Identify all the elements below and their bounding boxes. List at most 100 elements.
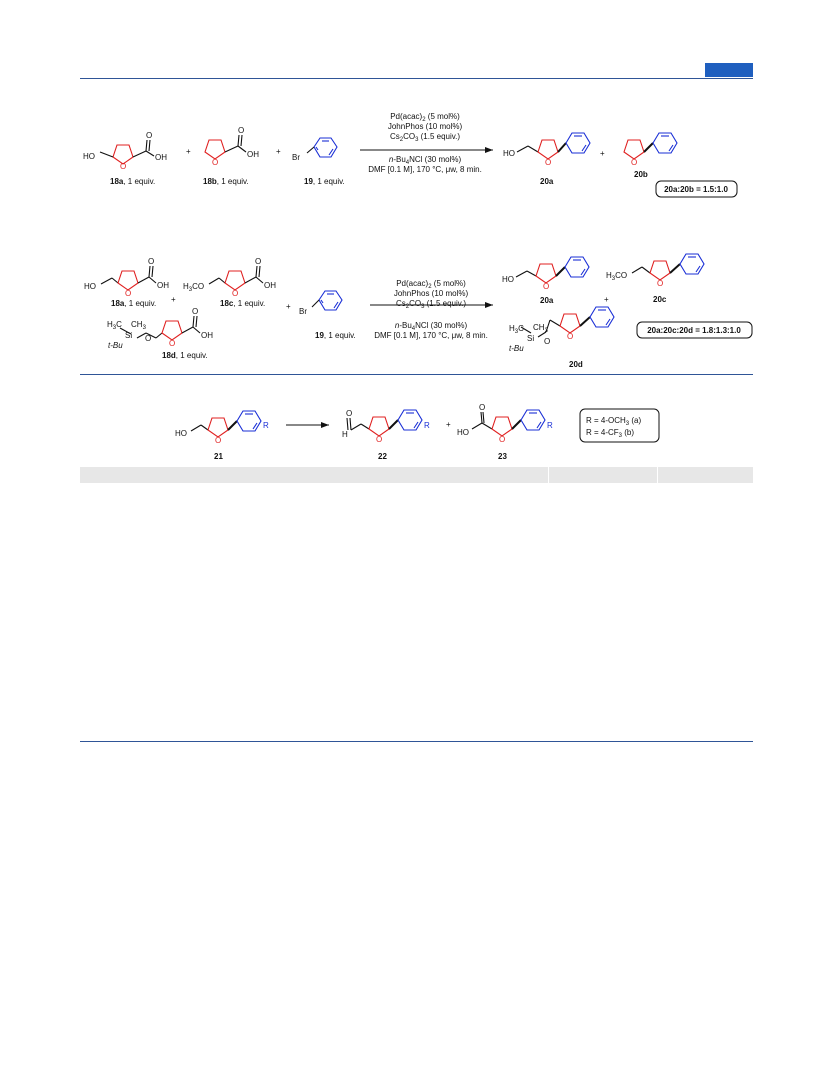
molecule-18a [99,139,155,165]
condition-solvent-temp: DMF [0.1 M], 170 °C, μw, 8 min. [374,331,488,340]
compound-label-20a: 20a [540,296,554,305]
furan-o-label: O [169,339,175,348]
header-accent-block [705,63,753,77]
condition-additive: n-Bu4NCl (30 mol%) [395,321,468,332]
ho-label: HO [502,275,514,284]
furan-o-label: O [125,289,131,298]
compound-label-22: 22 [378,452,387,461]
ether-o-label: O [544,337,550,346]
compound-label-18b: 18b, 1 equiv. [203,177,249,186]
condition-catalyst: Pd(acac)2 (5 mol%) [396,279,466,290]
furan-o-label: O [657,279,663,288]
br-label: Br [292,153,300,162]
molecule-20b [623,132,678,160]
br-label: Br [299,307,307,316]
compound-label-20b: 20b [634,170,648,179]
molecule-20a [516,132,591,160]
carbonyl-o-label: O [148,257,154,266]
plus-sign: + [276,147,281,156]
aldehyde-h-label: H [342,430,348,439]
oh-label: OH [247,150,259,159]
compound-label-18a: 18a, 1 equiv. [110,177,155,186]
compound-label-20a: 20a [540,177,554,186]
compound-label-23: 23 [498,452,507,461]
carbonyl-o-label: O [146,131,152,140]
molecule-20d [520,306,615,338]
condition-solvent-temp: DMF [0.1 M], 170 °C, μw, 8 min. [368,165,482,174]
r-group-label: R [263,421,269,430]
rule-after-table [80,741,753,742]
h3co-label: H3CO [183,282,204,293]
carbonyl-o-label: O [255,257,261,266]
condition-catalyst: Pd(acac)2 (5 mol%) [390,112,460,123]
table-header-divider [657,467,658,483]
molecule-20c [631,253,705,281]
si-label: Si [527,334,534,343]
plus-sign: + [286,302,291,311]
ratio-box [655,180,738,198]
legend-line-b: R = 4-CF3 (b) [586,428,634,439]
carbonyl-o-label: O [238,126,244,135]
compound-label-19: 19, 1 equiv. [304,177,345,186]
compound-label-18c: 18c, 1 equiv. [220,299,265,308]
molecule-18a [100,265,157,291]
carbonyl-o-label: O [479,403,485,412]
ho-label: HO [175,429,187,438]
furan-o-label: O [376,435,382,444]
molecule-22 [346,409,423,437]
furan-o-label: O [543,282,549,291]
compound-label-20d: 20d [569,360,583,369]
compound-label-18a: 18a, 1 equiv. [111,299,156,308]
ch3-label: CH3 [533,323,549,334]
carbonyl-o-label: O [192,307,198,316]
table-header-bar [80,467,753,483]
plus-sign: + [171,295,176,304]
compound-label-21: 21 [214,452,223,461]
ho-label: HO [84,282,96,291]
molecule-19 [306,137,338,158]
molecule-20a [515,256,590,284]
r-group-label: R [424,421,430,430]
header-rule [80,78,753,79]
furan-o-label: O [120,162,126,171]
plus-sign: + [446,420,451,429]
plus-sign: + [186,147,191,156]
ho-label: HO [503,149,515,158]
molecule-18d [119,315,201,341]
ratio-text: 20a:20c:20d = 1.8:1.3:1.0 [647,326,741,335]
furan-o-label: O [215,436,221,445]
ho-label: HO [83,152,95,161]
ho-label: HO [457,428,469,437]
condition-base: Cs2CO3 (1.5 equiv.) [390,132,460,143]
compound-label-19: 19, 1 equiv. [315,331,356,340]
condition-ligand: JohnPhos (10 mol%) [388,122,463,131]
oh-label: OH [201,331,213,340]
furan-o-label: O [232,289,238,298]
furan-o-label: O [545,158,551,167]
compound-label-20c: 20c [653,295,667,304]
tbu-label: t-Bu [108,341,123,350]
r-group-legend-box [579,408,660,443]
ether-o-label: O [145,334,151,343]
condition-base: Cs2CO3 (1.5 equiv.) [396,299,466,310]
tbu-label: t-Bu [509,344,524,353]
ch3-label: CH3 [131,320,147,331]
furan-o-label: O [499,435,505,444]
molecule-21 [190,410,262,438]
molecule-18b [204,134,247,160]
rule-after-scheme-2 [80,374,753,375]
oh-label: OH [155,153,167,162]
condition-ligand: JohnPhos (10 mol%) [394,289,469,298]
furan-o-label: O [567,332,573,341]
ratio-text: 20a:20b = 1.5:1.0 [664,185,728,194]
molecule-19 [311,290,343,311]
furan-o-label: O [212,158,218,167]
scheme-3: HO O R 21 O H O R 22 + [175,403,660,461]
h3c-label: H3C [107,320,122,331]
table-header-divider [548,467,549,483]
molecule-18c [208,265,264,291]
oh-label: OH [264,281,276,290]
condition-additive: n-Bu4NCl (30 mol%) [389,155,462,166]
legend-line-a: R = 4-OCH3 (a) [586,416,641,427]
